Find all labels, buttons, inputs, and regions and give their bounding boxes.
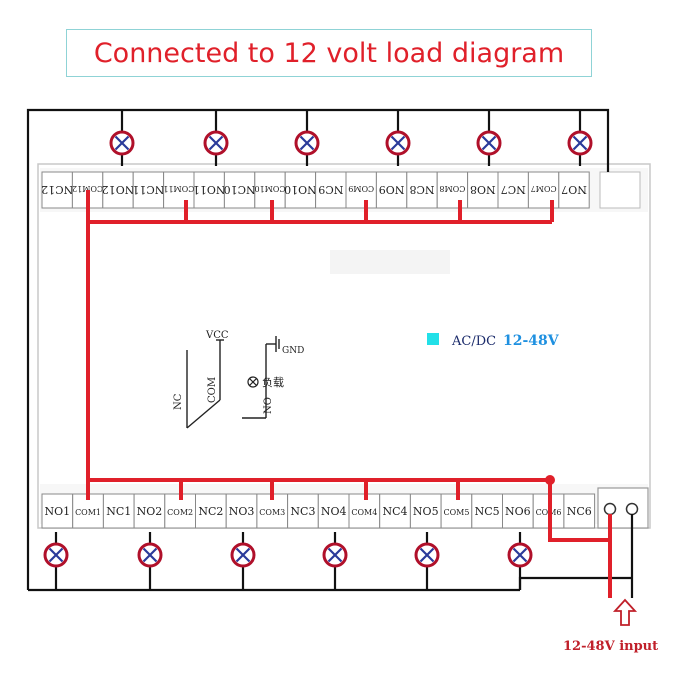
- lamp-icon: [476, 130, 502, 156]
- terminal-cell: [563, 493, 596, 529]
- terminal-cell: [132, 171, 165, 209]
- legend-nc-label: NC: [173, 393, 184, 410]
- terminal-label-com11: COM11: [163, 184, 194, 193]
- legend-load-label: 负载: [262, 375, 284, 389]
- lamp-icon: [567, 130, 593, 156]
- input-arrow-icon: [612, 598, 638, 626]
- terminal-label-nc3: NC3: [290, 505, 315, 518]
- lamp-icon: [109, 130, 135, 156]
- lamp-icon: [137, 542, 163, 568]
- terminal-cell: [287, 493, 319, 529]
- relay-board: [37, 163, 651, 529]
- lamp-icon: [507, 542, 533, 568]
- power-type-label: AC/DC: [451, 334, 496, 349]
- power-screw-terminal-1: [603, 502, 617, 516]
- board-corner-block: [599, 171, 641, 209]
- terminal-label-com5: COM5: [443, 508, 469, 517]
- relay-contact-symbol: [186, 336, 280, 429]
- power-terminal-block: [597, 487, 649, 529]
- terminal-cell: [41, 493, 74, 529]
- terminal-label-no1: NO1: [45, 505, 71, 518]
- terminal-cell: [379, 493, 411, 529]
- terminal-label-no3: NO3: [229, 505, 255, 518]
- terminal-label-com10: COM10: [254, 184, 285, 193]
- lamp-icon: [322, 542, 348, 568]
- lamp-icon: [294, 130, 320, 156]
- terminal-label-com12: COM12: [72, 184, 103, 193]
- terminal-label-com9: COM9: [348, 184, 374, 193]
- terminal-label-com2: COM2: [167, 508, 193, 517]
- terminal-cell: [406, 171, 438, 209]
- terminal-label-nc5: NC5: [475, 505, 500, 518]
- terminal-label-com4: COM4: [351, 508, 377, 517]
- terminal-label-no7: NO7: [561, 183, 587, 196]
- red-wiring: [86, 190, 612, 598]
- terminal-label-nc9: NC9: [318, 183, 343, 196]
- terminal-cell: [102, 171, 134, 209]
- power-screw-terminal-2: [625, 502, 639, 516]
- lamp-icon: [43, 542, 69, 568]
- terminal-label-nc4: NC4: [383, 505, 408, 518]
- terminal-cell: [558, 171, 590, 209]
- terminal-label-com8: COM8: [439, 184, 465, 193]
- legend-load-icon: [247, 376, 259, 388]
- terminal-label-com1: COM1: [75, 508, 101, 517]
- terminal-label-nc12: NC12: [41, 183, 73, 196]
- terminal-cell: [223, 171, 256, 209]
- terminal-cell: [284, 171, 317, 209]
- terminal-label-nc10: NC10: [224, 183, 256, 196]
- terminal-label-no6: NO6: [505, 505, 531, 518]
- terminal-cell: [102, 493, 135, 529]
- terminal-label-no8: NO8: [470, 183, 496, 196]
- terminal-label-nc8: NC8: [409, 183, 434, 196]
- legend-gnd-label: GND: [282, 346, 304, 356]
- terminal-label-nc1: NC1: [106, 505, 131, 518]
- terminal-label-no2: NO2: [137, 505, 163, 518]
- lamp-icon: [385, 130, 411, 156]
- lamp-icon: [203, 130, 229, 156]
- terminal-label-no12: NO12: [102, 183, 135, 196]
- diagram-title: Connected to 12 volt load diagram: [66, 29, 592, 77]
- junction-dot: [545, 475, 555, 485]
- cyan-square-icon: [427, 333, 439, 345]
- terminal-label-nc7: NC7: [501, 183, 526, 196]
- terminal-cell: [345, 171, 377, 209]
- lamp-icon: [230, 542, 256, 568]
- terminal-label-no5: NO5: [413, 505, 439, 518]
- legend-com-label: COM: [207, 377, 218, 403]
- input-label: 12-48V input: [563, 639, 658, 654]
- top-lamps: [109, 130, 593, 156]
- terminal-label-no10: NO10: [284, 183, 317, 196]
- terminal-cell: [375, 171, 408, 209]
- bottom-lamps: [43, 542, 533, 568]
- legend-vcc-label: VCC: [205, 330, 229, 341]
- terminal-cell: [471, 493, 503, 529]
- terminal-cell: [163, 171, 195, 209]
- power-voltage-label: 12-48V: [503, 333, 560, 349]
- terminal-label-nc2: NC2: [198, 505, 223, 518]
- terminal-label-com3: COM3: [259, 508, 285, 517]
- legend-no-label: NO: [263, 397, 274, 414]
- terminal-label-no11: NO11: [193, 183, 226, 196]
- terminal-cell: [195, 493, 227, 529]
- terminal-cell: [317, 493, 350, 529]
- terminal-cell: [193, 171, 225, 209]
- lamp-icon: [414, 542, 440, 568]
- terminal-label-nc11: NC11: [132, 183, 164, 196]
- black-wiring: [26, 108, 634, 598]
- board-module-mark: [330, 250, 450, 274]
- terminal-label-no4: NO4: [321, 505, 347, 518]
- bottom-terminal-strip: NO1 COM1 NC1 NO2 COM2 NC2 NO3 COM3 NC3 NO4 COM4 NC4…: [41, 493, 596, 529]
- terminal-label-no9: NO9: [379, 183, 405, 196]
- terminal-cell: [436, 171, 469, 209]
- terminal-label-nc6: NC6: [567, 505, 592, 518]
- terminal-label-com7: COM7: [531, 184, 557, 193]
